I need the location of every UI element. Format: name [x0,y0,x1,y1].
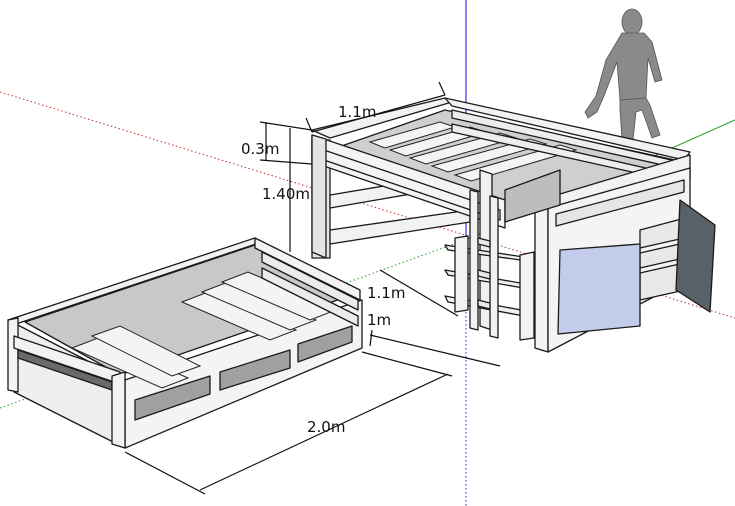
cabinet-door-open-left [557,243,641,335]
green-axis-dotted [0,239,466,409]
dim-loft-depth-a: 1.1m [367,284,405,302]
person-figure-icon [584,8,663,141]
dim-loft-height: 1.40m [262,185,310,203]
loft-bed [311,97,716,353]
cabinet-door-open-right [675,199,716,313]
loft-ladder [469,189,499,339]
bed-slats [70,271,338,389]
dim-loft-width: 1.1m [338,103,376,121]
dim-bed-length: 2.0m [307,418,345,436]
dimension-annotations: 1.1m 0.3m 1.40m 1.1m 1m 2.0m [124,81,501,495]
dim-loft-depth-b: 1m [367,311,391,329]
platform-bed [7,237,363,449]
dim-rail-height: 0.3m [241,140,279,158]
